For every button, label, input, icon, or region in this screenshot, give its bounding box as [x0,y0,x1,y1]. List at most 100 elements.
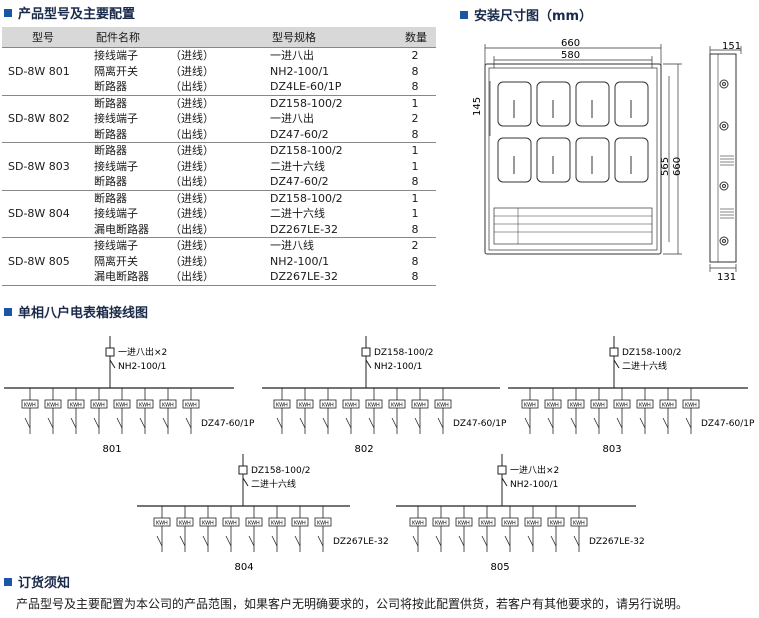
cell-note: （进线） [166,47,266,64]
cell-spec: DZ158-100/2 [266,94,390,111]
kwh-meter-label: KWH [299,403,311,409]
kwh-meter-label: KWH [437,403,449,409]
order-section-title: 订货须知 [4,572,70,591]
dim-660-width: 660 [561,38,580,49]
kwh-meter-icon [365,399,383,409]
breaker-label: DZ267LE-32 [333,537,389,547]
cell-part: 断路器 [90,189,166,206]
table-header-row: 型号 配件名称 型号规格 数量 [2,27,436,48]
breaker-switch-icon [47,417,54,429]
cell-qty: 2 [390,237,436,254]
kwh-meter-label: KWH [639,403,651,409]
cell-spec: DZ47-60/2 [270,175,329,189]
kwh-meter-label: KWH [550,521,562,527]
header-part: 配件名称 [90,27,166,48]
breaker-switch-icon [616,417,623,429]
kwh-meter-icon [21,399,39,409]
kwh-meter-icon [44,399,62,409]
feed-device-icon [609,347,619,357]
breaker-switch-icon [345,417,352,429]
breaker-switch-icon [116,417,123,429]
cell-part: 断路器 [90,94,166,111]
header-spec: 型号规格 [266,27,390,48]
square-bullet-icon [4,577,12,586]
breaker-label: DZ47-60/1P [701,419,755,429]
cell-qty: 8 [411,222,419,236]
kwh-meter-label: KWH [24,403,36,409]
cell-spec: NH2-100/1 [270,64,330,78]
breaker-label: DZ267LE-32 [589,537,645,547]
feed-label-top: 一进八出×2 [510,464,559,476]
breaker-switch-icon [504,535,511,547]
feed-label-top: DZ158-100/2 [251,466,310,476]
kwh-meter-icon [478,517,496,527]
kwh-meter-icon [409,517,427,527]
kwh-meter-label: KWH [156,521,168,527]
kwh-meter-icon [153,517,171,527]
breaker-switch-icon [162,417,169,429]
kwh-meter-label: KWH [225,521,237,527]
feed-label-bottom: NH2-100/1 [510,480,558,490]
cell-model [2,174,90,190]
breaker-switch-icon [368,417,375,429]
kwh-meter-label: KWH [391,403,403,409]
cell-note: （进线） [166,237,266,254]
breaker-switch-icon [24,417,31,429]
cell-spec: DZ267LE-32 [270,222,339,236]
feed-label-bottom: 二进十六线 [622,360,667,372]
breaker-switch-icon [414,417,421,429]
dimension-drawing: 660 580 145 565 660 151 131 [472,38,742,283]
feed-label-bottom: 二进十六线 [251,478,296,490]
kwh-meter-label: KWH [116,403,128,409]
breaker-label: DZ47-60/1P [453,419,507,429]
cell-model [2,47,90,64]
breaker-switch-icon [93,417,100,429]
feed-switch-icon [613,359,620,369]
cell-note: （进线） [166,142,266,159]
cell-spec: DZ4LE-60/1P [270,80,342,94]
dim-580-width: 580 [561,50,580,61]
kwh-meter-icon [136,399,154,409]
feed-device-icon [361,347,371,357]
kwh-meter-icon [570,517,588,527]
cell-spec: DZ47-60/2 [270,127,329,141]
kwh-meter-icon [176,517,194,527]
square-bullet-icon [4,8,12,17]
kwh-meter-label: KWH [481,521,493,527]
header-note [166,27,266,48]
dim-151: 151 [722,41,741,52]
cell-spec: NH2-100/1 [270,254,330,268]
cell-spec: 一进八出 [270,112,314,126]
cell-note: （出线） [170,80,214,94]
kwh-meter-icon [342,399,360,409]
breaker-switch-icon [435,535,442,547]
cell-model [2,79,90,95]
kwh-meter-label: KWH [616,403,628,409]
breaker-switch-icon [527,535,534,547]
meter-window [536,137,571,183]
kwh-meter-label: KWH [527,521,539,527]
kwh-meter-label: KWH [93,403,105,409]
cell-note: （出线） [170,222,214,236]
kwh-meter-label: KWH [570,403,582,409]
feed-label-bottom: NH2-100/1 [118,362,166,372]
kwh-meter-icon [682,399,700,409]
cell-spec: DZ267LE-32 [266,269,390,286]
kwh-meter-icon [590,399,608,409]
kwh-meter-icon [222,517,240,527]
meter-window [575,137,610,183]
order-note: 产品型号及主要配置为本公司的产品范围，如果客户无明确要求的，公司将按此配置供货，… [16,597,689,611]
breaker-switch-icon [179,535,186,547]
kwh-meter-icon [613,399,631,409]
kwh-meter-label: KWH [70,403,82,409]
feed-device-icon [105,347,115,357]
kwh-meter-label: KWH [414,403,426,409]
